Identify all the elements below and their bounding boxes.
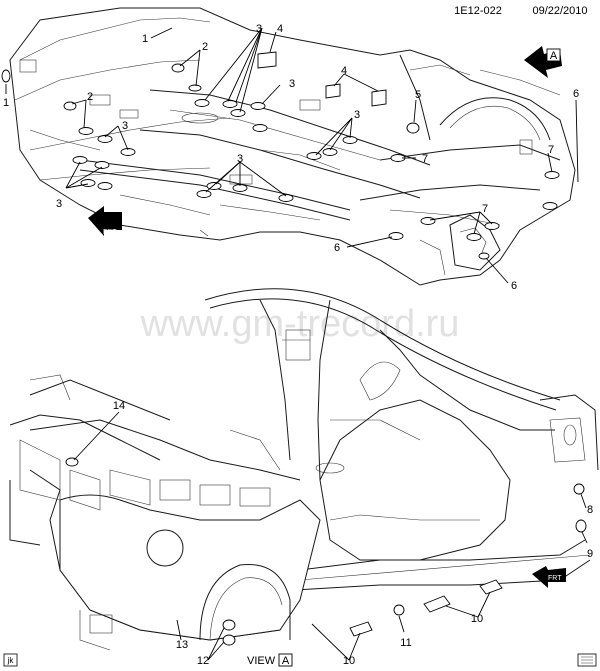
callout-6c: 6 — [511, 280, 517, 292]
top-plugs — [1, 51, 560, 260]
callout-3c: 3 — [122, 120, 128, 132]
callout-4b: 4 — [341, 65, 347, 77]
watermark: www.gm-trecord.ru — [140, 303, 460, 345]
callout-3a: 3 — [256, 23, 262, 35]
callout-8: 8 — [587, 504, 593, 516]
callout-2a: 2 — [202, 41, 208, 53]
callout-3e: 3 — [354, 109, 360, 121]
underbody-floor-illustration — [9, 7, 576, 286]
callout-3d: 3 — [56, 198, 62, 210]
callout-7a: 7 — [548, 144, 554, 156]
view-label-prefix: VIEW — [247, 655, 276, 667]
callout-4a: 4 — [277, 23, 283, 35]
callout-10b: 10 — [343, 655, 355, 667]
callout-10a: 10 — [471, 613, 483, 625]
top-leaders — [5, 27, 579, 284]
callout-13: 13 — [176, 639, 188, 651]
bottom-leaders — [73, 411, 588, 661]
corner-tag-left: jk — [3, 653, 18, 667]
bottom-callouts: 14 8 9 10 10 11 12 13 — [113, 400, 593, 667]
view-a-marker: A — [524, 46, 562, 78]
front-arrow-label: FRT — [103, 229, 117, 236]
callout-6a: 6 — [573, 88, 579, 100]
view-a-label: VIEW A — [247, 653, 293, 667]
callout-1-top: 1 — [142, 33, 148, 45]
callout-3f: 3 — [237, 153, 243, 165]
callout-5: 5 — [415, 89, 421, 101]
top-callouts: 1 1 2 2 3 3 3 3 3 3 4 4 5 6 6 6 7 7 7 — [3, 23, 579, 292]
view-label-letter: A — [282, 655, 290, 667]
corner-tag-text: jk — [7, 656, 15, 665]
diagram-code: 1E12-022 — [454, 5, 502, 17]
front-arrow-bottom-label: FRT — [548, 575, 562, 582]
callout-3b: 3 — [289, 78, 295, 90]
body-side-illustration — [9, 288, 599, 651]
callout-12: 12 — [197, 655, 209, 667]
front-arrow-bottom: FRT — [532, 566, 566, 588]
callout-9: 9 — [587, 548, 593, 560]
callout-14: 14 — [113, 400, 125, 412]
view-a-marker-letter: A — [550, 50, 558, 62]
callout-11: 11 — [400, 637, 411, 649]
callout-7c: 7 — [482, 203, 488, 215]
callout-2b: 2 — [87, 91, 93, 103]
front-arrow-top: FRT — [88, 206, 122, 236]
callout-7b: 7 — [422, 153, 428, 165]
diagram-date: 09/22/2010 — [532, 5, 587, 17]
callout-6b: 6 — [334, 242, 340, 254]
corner-tag-right — [577, 653, 597, 667]
callout-1: 1 — [3, 97, 9, 109]
bottom-plugs — [65, 457, 587, 646]
